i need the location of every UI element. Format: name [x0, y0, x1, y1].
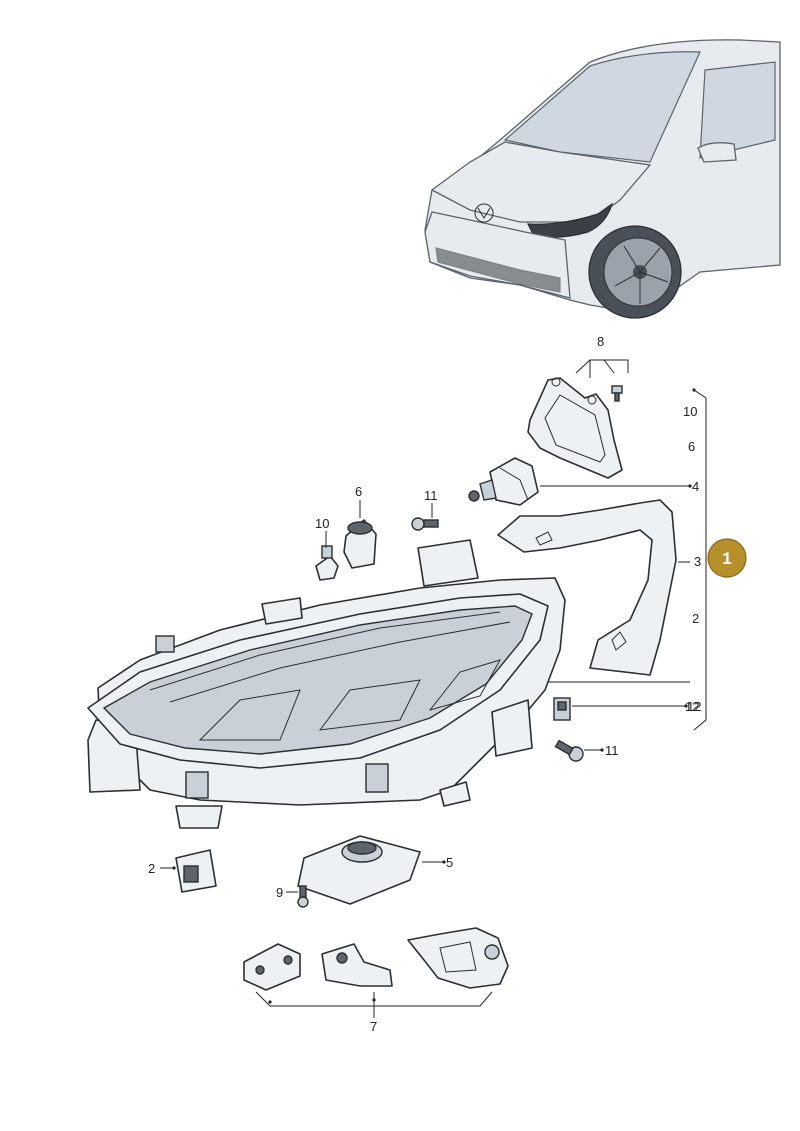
part-11-screw-top	[411, 517, 439, 531]
callout-7: 7	[370, 1019, 377, 1034]
callout-6: 6	[355, 484, 362, 499]
part-7-bracket-a	[243, 943, 301, 991]
callout-11-right: 11	[605, 743, 619, 758]
car-illustration	[424, 39, 781, 319]
part-2-connector	[175, 849, 217, 893]
bracket-item-10: 10	[683, 404, 697, 419]
callout-10: 10	[315, 516, 329, 531]
bracket-item-3: 3	[694, 554, 701, 569]
part-10-bulb	[315, 545, 339, 581]
bracket-item-4: 4	[692, 479, 699, 494]
bracket-item-6: 6	[688, 439, 695, 454]
part-9-screw	[297, 885, 309, 908]
part-5-control-module	[297, 835, 421, 905]
part-6-socket	[343, 519, 377, 569]
screw-icon	[611, 385, 623, 402]
callout-9: 9	[276, 885, 283, 900]
bracket-item-2: 2	[692, 611, 699, 626]
callout-5: 5	[446, 855, 453, 870]
badge-label: 1	[722, 549, 731, 568]
part-11-screw-right	[554, 739, 584, 762]
part-8-cover-frame	[527, 377, 623, 479]
callout-bracket: 10 6 4 3 2 12	[683, 388, 707, 731]
part-7-bracket-c	[407, 927, 509, 989]
callout-8: 8	[597, 334, 604, 349]
part-badge-1[interactable]: 1	[707, 538, 747, 578]
part-3-seal-strip	[497, 499, 677, 676]
callout-11-top: 11	[424, 488, 438, 503]
callout-2: 2	[148, 861, 155, 876]
part-1-headlight-assembly[interactable]	[87, 539, 566, 829]
headlight-highlight	[526, 202, 614, 238]
part-12-clip-nut	[553, 697, 571, 721]
part-4-adjuster	[468, 457, 539, 506]
part-7-bracket-b	[321, 943, 393, 987]
bracket-item-12: 12	[685, 699, 699, 714]
callout-12: 12	[687, 699, 701, 714]
